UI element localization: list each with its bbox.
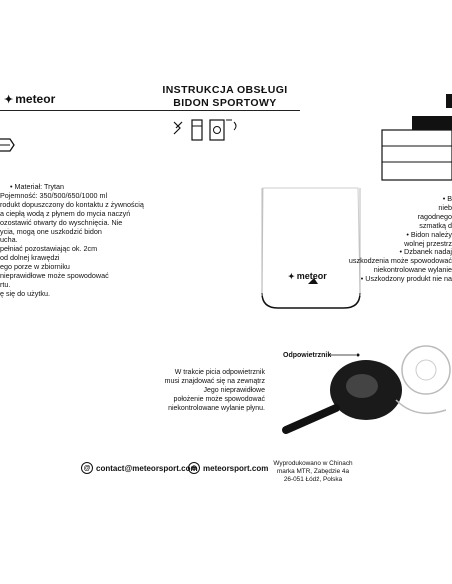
right-instructions: • B nieb ragodnego szmatką d • Bidon nal… (348, 194, 452, 284)
right-line: • Bidon należy (406, 229, 452, 239)
left-line: Pojemność: 350/500/650/1000 ml (0, 190, 108, 200)
contact-email: @ contact@meteorsport.com (81, 462, 198, 474)
meteor-logo-icon: ✦ (288, 271, 295, 281)
bottle-illustration (261, 187, 361, 309)
left-line: pełniać pozostawiając ok. 2cm (0, 244, 98, 254)
left-edge-icon (0, 138, 15, 152)
right-edge-mark (446, 94, 452, 108)
right-line: • Uszkodzony produkt nie na (360, 274, 452, 284)
contact-website: ⊕ meteorsport.com (188, 462, 268, 474)
brand-name: meteor (15, 92, 56, 106)
left-line: ego porze w zbiorniku (0, 262, 70, 272)
vent-note-line: położenie może spowodować (173, 395, 265, 403)
manufacturer-address: Wyprodukowano w Chinach marka MTR, Zabęd… (268, 460, 358, 484)
title-line-2: BIDON SPORTOWY (173, 97, 277, 109)
dishwasher-icon (209, 119, 237, 141)
right-line: niekontrolowane wylanie (373, 265, 452, 275)
meteor-logo-icon: ✦ (4, 93, 14, 106)
left-instructions: • Materiał: Trytan Pojemność: 350/500/65… (0, 182, 144, 299)
address-line: 26-051 Łódź, Polska (283, 476, 343, 483)
right-line: uszkodzenia może spowodować (348, 256, 452, 266)
left-line: • Materiał: Trytan (10, 182, 65, 191)
title-line-1: INSTRUKCJA OBSŁUGI (162, 84, 288, 96)
left-line: rtu. (0, 279, 11, 289)
vent-label: Odpowietrznik (283, 352, 332, 359)
web-icon: ⊕ (188, 462, 200, 474)
left-line: ycia, mogą one uszkodzić bidon (0, 226, 102, 236)
right-line: • B (442, 194, 452, 203)
header-divider (0, 110, 300, 111)
vent-note-line: musi znajdować się na zewnątrz (164, 377, 265, 385)
left-line: ę się do użytku. (0, 288, 50, 298)
left-line: rodukt dopuszczony do kontaktu z żywnośc… (0, 199, 144, 209)
right-line: szmatką d (419, 220, 452, 230)
bottle-brand-name: meteor (296, 271, 327, 281)
left-line: nieprawidłowe może spowodować (0, 271, 109, 281)
vent-note-line: Jego nieprawidłowe (203, 386, 265, 394)
left-line: a ciepłą wodą z płynem do mycia naczyń (0, 208, 131, 218)
address-line: marka MTR, Zabędzie 4a (276, 468, 350, 475)
right-line: wolnej przestrz (404, 238, 452, 248)
page-title: INSTRUKCJA OBSŁUGI BIDON SPORTOWY (150, 84, 300, 110)
glass-icon (191, 119, 203, 141)
vent-note-line: W trakcie picia odpowietrznik (174, 369, 265, 376)
address-line: Wyprodukowano w Chinach (273, 460, 353, 467)
right-line: nieb (438, 202, 452, 212)
right-line: ragodnego (417, 211, 452, 221)
valve-diagram-icon (282, 345, 451, 434)
vent-note-line: niekontrolowane wylanie płynu. (168, 404, 265, 412)
right-line: • Dzbanek nadaj (399, 247, 452, 257)
brand-logo: ✦ meteor (4, 92, 55, 106)
care-icons (173, 119, 237, 141)
website-text: meteorsport.com (203, 463, 269, 473)
left-line: ucha. (0, 235, 18, 245)
bottle-cap-partial (381, 116, 452, 181)
bottle-top-icon (173, 121, 183, 135)
left-line: od dolnej krawędzi (0, 253, 60, 263)
vent-note: W trakcie picia odpowietrznik musi znajd… (140, 369, 265, 414)
email-text: contact@meteorsport.com (96, 463, 198, 473)
left-line: ozostawić otwarty do wyschnięcia. Nie (0, 217, 123, 227)
bottle-logo: ✦ meteor (288, 271, 327, 281)
email-icon: @ (81, 462, 93, 474)
